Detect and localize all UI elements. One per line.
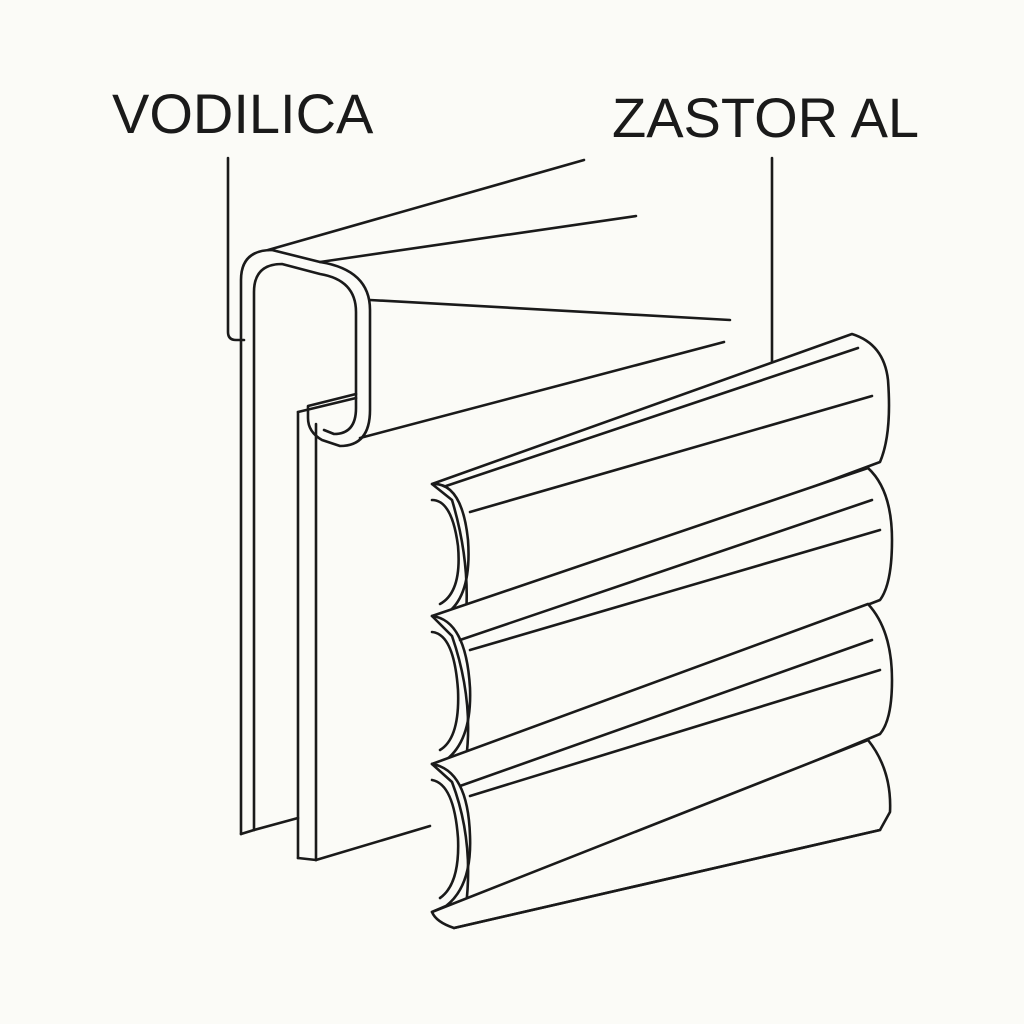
slat-3	[430, 602, 894, 908]
shutter-slats	[430, 332, 894, 930]
guide-leader-line	[226, 156, 246, 342]
guide-label: VODILICA	[112, 82, 374, 145]
shutter-label: ZASTOR AL	[612, 86, 920, 149]
slat-1	[430, 332, 891, 618]
guide-rail	[239, 158, 732, 862]
slat-2	[430, 466, 894, 762]
slat-4	[430, 738, 892, 930]
